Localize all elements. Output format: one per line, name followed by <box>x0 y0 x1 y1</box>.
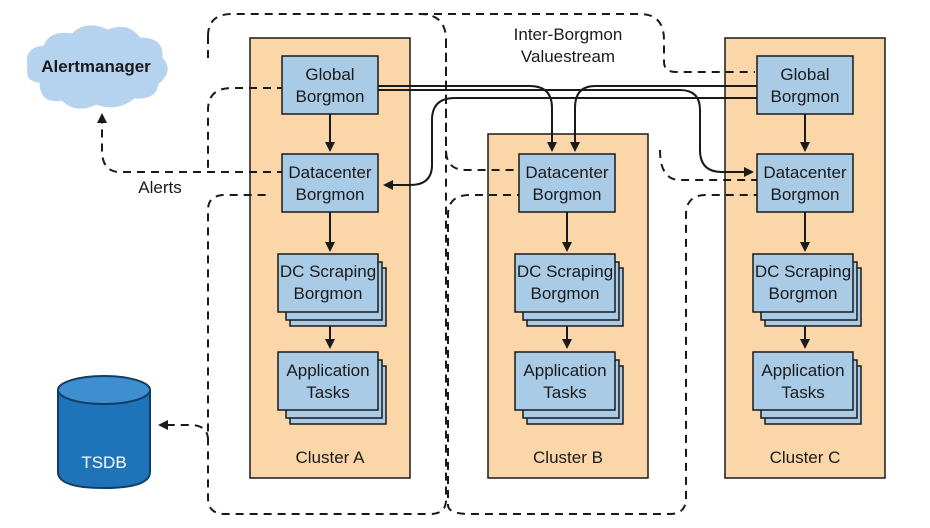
svg-text:Borgmon: Borgmon <box>771 87 840 106</box>
svg-text:DC Scraping: DC Scraping <box>755 262 851 281</box>
svg-text:Alertmanager: Alertmanager <box>41 57 151 76</box>
cluster-b-scope-outline <box>447 194 760 515</box>
svg-text:Borgmon: Borgmon <box>296 87 365 106</box>
cluster-b-dc-scraping-borgmon: DC Scraping Borgmon <box>514 253 624 327</box>
svg-text:Global: Global <box>305 65 354 84</box>
cluster-c-scope-link <box>659 149 760 181</box>
cluster-c-dc-scraping-borgmon: DC Scraping Borgmon <box>752 253 862 327</box>
cluster-b-label: Cluster B <box>533 448 603 467</box>
cluster-a-dc-scraping-borgmon: DC Scraping Borgmon <box>277 253 387 327</box>
svg-text:TSDB: TSDB <box>81 453 126 472</box>
valuestream-label: Inter-Borgmon Valuestream <box>514 25 623 66</box>
global-a-to-dc-c-arrow <box>360 89 754 177</box>
svg-text:Tasks: Tasks <box>781 383 824 402</box>
svg-text:Borgmon: Borgmon <box>769 284 838 303</box>
global-a-to-dc-b-arrow <box>360 85 557 152</box>
svg-text:Datacenter: Datacenter <box>525 163 608 182</box>
valuestream-left-branch <box>445 40 520 171</box>
cluster-a-application-tasks: Application Tasks <box>277 351 387 425</box>
svg-text:Application: Application <box>523 361 606 380</box>
svg-text:Borgmon: Borgmon <box>294 284 363 303</box>
global-c-to-dc-a-arrow <box>383 97 760 190</box>
svg-text:Application: Application <box>761 361 844 380</box>
svg-text:DC Scraping: DC Scraping <box>280 262 376 281</box>
svg-text:Datacenter: Datacenter <box>763 163 846 182</box>
svg-text:DC Scraping: DC Scraping <box>517 262 613 281</box>
svg-text:Borgmon: Borgmon <box>771 185 840 204</box>
global-c-to-dc-b-arrow <box>570 85 760 152</box>
cluster-c-application-tasks: Application Tasks <box>752 351 862 425</box>
cluster-a-label: Cluster A <box>296 448 366 467</box>
cluster-c-datacenter-borgmon: Datacenter Borgmon <box>756 153 854 213</box>
cluster-a-datacenter-borgmon: Datacenter Borgmon <box>281 153 379 213</box>
cluster-b-datacenter-borgmon: Datacenter Borgmon <box>518 153 616 213</box>
svg-text:Tasks: Tasks <box>543 383 586 402</box>
tsdb-dashed-arrow <box>158 420 209 441</box>
alerts-label: Alerts <box>138 178 181 197</box>
svg-text:Application: Application <box>286 361 369 380</box>
alertmanager-cloud: Alertmanager <box>26 25 168 109</box>
svg-text:Tasks: Tasks <box>306 383 349 402</box>
svg-text:Borgmon: Borgmon <box>533 185 602 204</box>
cluster-c-label: Cluster C <box>770 448 841 467</box>
cluster-b-application-tasks: Application Tasks <box>514 351 624 425</box>
alerts-dashed-arrow <box>97 113 285 173</box>
svg-text:Borgmon: Borgmon <box>296 185 365 204</box>
cluster-c-global-borgmon: Global Borgmon <box>756 55 854 115</box>
svg-text:Global: Global <box>780 65 829 84</box>
cluster-a-global-borgmon: Global Borgmon <box>281 55 379 115</box>
global-alert-dashed-link <box>207 87 285 172</box>
svg-text:Borgmon: Borgmon <box>531 284 600 303</box>
svg-text:Inter-Borgmon: Inter-Borgmon <box>514 25 623 44</box>
valuestream-top-branch <box>420 13 755 73</box>
tsdb-cylinder: TSDB <box>57 375 151 490</box>
svg-text:Valuestream: Valuestream <box>521 47 615 66</box>
svg-text:Datacenter: Datacenter <box>288 163 371 182</box>
